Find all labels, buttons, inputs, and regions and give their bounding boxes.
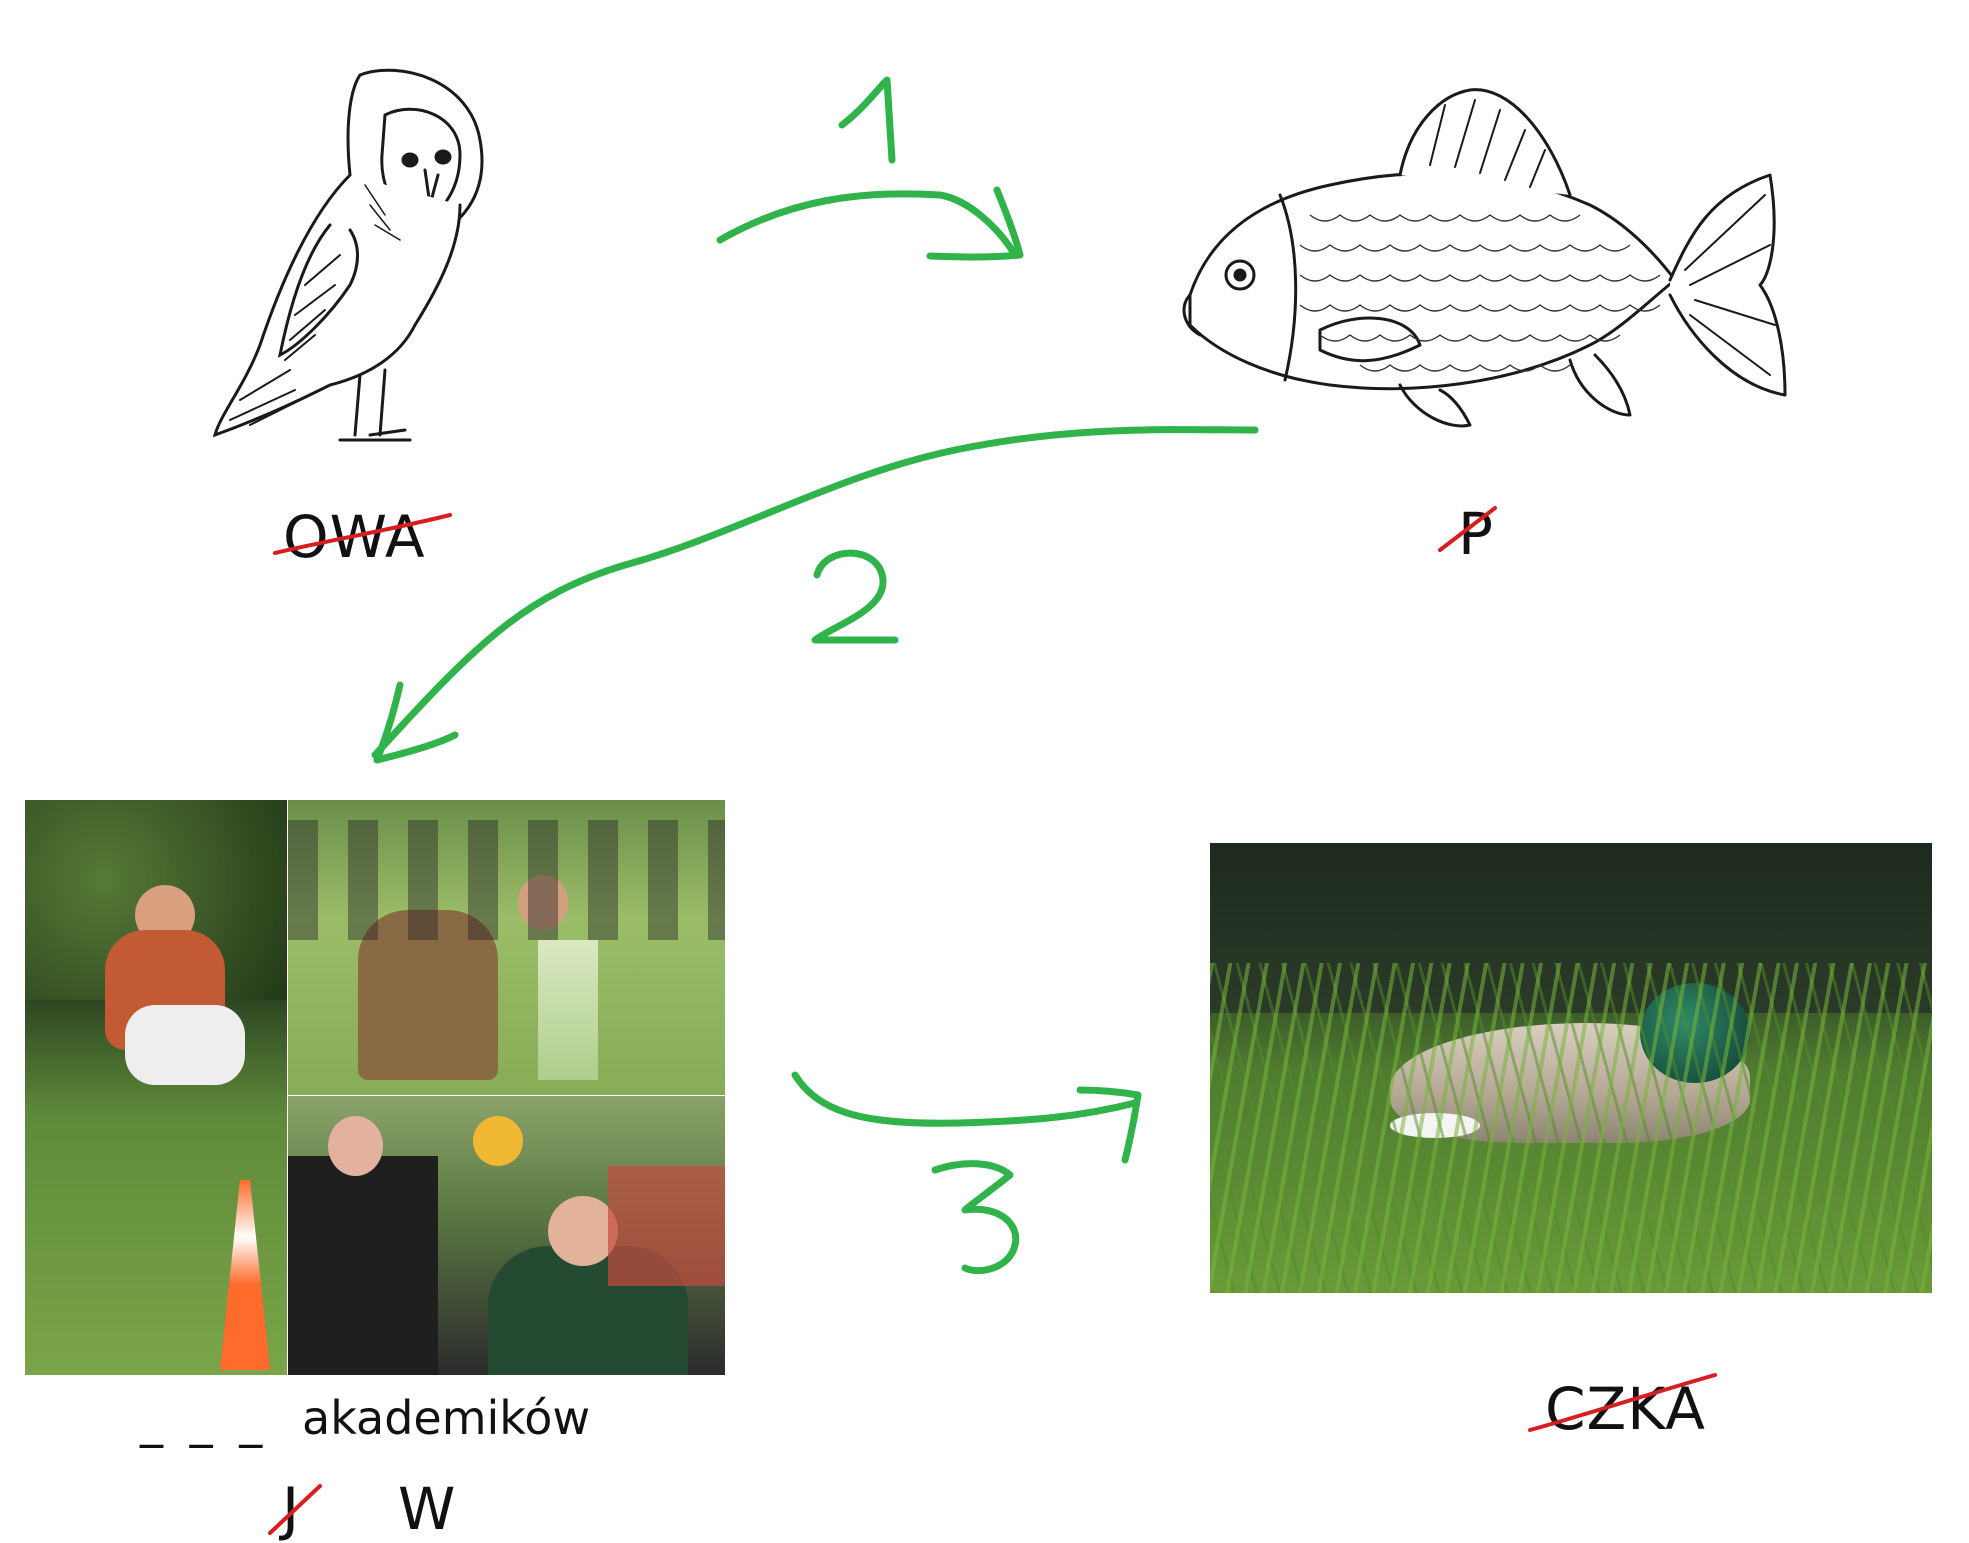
duck-photo: [1210, 843, 1932, 1293]
collage-photo-top: [288, 800, 725, 1095]
step-1-label: 1: [832, 70, 912, 170]
owl-label-strike: [273, 513, 452, 555]
letter-w: W: [398, 1475, 457, 1543]
fish-illustration: [1170, 85, 1810, 445]
duck-label-text: CZKA: [1545, 1375, 1706, 1443]
blanks-placeholder: _ _ _: [140, 1394, 269, 1448]
collage-photo-bottom: [288, 1096, 725, 1375]
arrow-1: [716, 186, 1024, 261]
letter-j: J: [282, 1475, 301, 1543]
party-photo-collage: [25, 800, 725, 1375]
collage-photo-left: [25, 800, 287, 1375]
duck-label: CZKA: [1545, 1380, 1706, 1438]
step-2-label: 2: [805, 540, 905, 650]
owl-illustration: [210, 55, 540, 465]
dorm-label: akademików: [302, 1391, 591, 1445]
arrow-2: [371, 426, 1259, 764]
step-3-label: 3: [925, 1150, 1025, 1280]
duck-label-strike: [1528, 1373, 1717, 1432]
fish-label-strike: [1438, 506, 1497, 552]
letter-j-strike: [268, 1484, 322, 1535]
arrow-3: [791, 1071, 1142, 1164]
